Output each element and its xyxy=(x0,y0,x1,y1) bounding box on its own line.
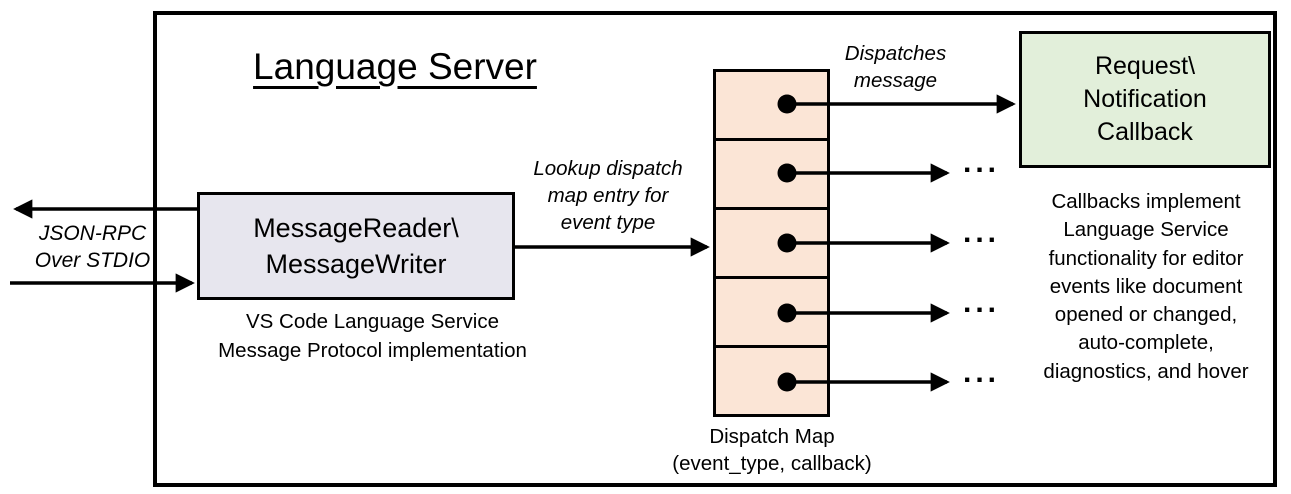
page-title: Language Server xyxy=(160,46,630,88)
ellipsis-more-callbacks: ... xyxy=(963,356,1001,389)
dispatch-cell xyxy=(716,210,827,279)
callback-box-label: Request\ Notification Callback xyxy=(1083,52,1207,146)
dispatch-map xyxy=(713,69,830,417)
ellipsis-more-callbacks: ... xyxy=(963,216,1001,249)
message-box-caption: VS Code Language Service Message Protoco… xyxy=(218,310,527,362)
ellipsis-more-callbacks: ... xyxy=(963,146,1001,179)
ellipsis-more-callbacks: ... xyxy=(963,286,1001,319)
request-notification-callback-box: Request\ Notification Callback xyxy=(1019,31,1271,168)
dispatch-cell xyxy=(716,348,827,414)
message-reader-writer-box: MessageReader\ MessageWriter xyxy=(197,192,515,300)
dispatches-message-label: Dispatches message xyxy=(844,42,947,93)
message-reader-writer-label: MessageReader\ MessageWriter xyxy=(253,212,459,279)
dispatch-cell xyxy=(716,141,827,210)
dispatch-cell xyxy=(716,72,827,141)
dispatch-map-caption: Dispatch Map (event_type, callback) xyxy=(672,425,872,476)
dispatch-cell xyxy=(716,279,827,348)
callbacks-note: Callbacks implement Language Service fun… xyxy=(1043,190,1249,383)
language-server-frame xyxy=(153,11,1277,487)
lookup-dispatch-label: Lookup dispatch map entry for event type xyxy=(533,157,683,235)
page-title-text: Language Server xyxy=(253,46,537,87)
json-rpc-stdio-label: JSON-RPC Over STDIO xyxy=(34,222,151,273)
